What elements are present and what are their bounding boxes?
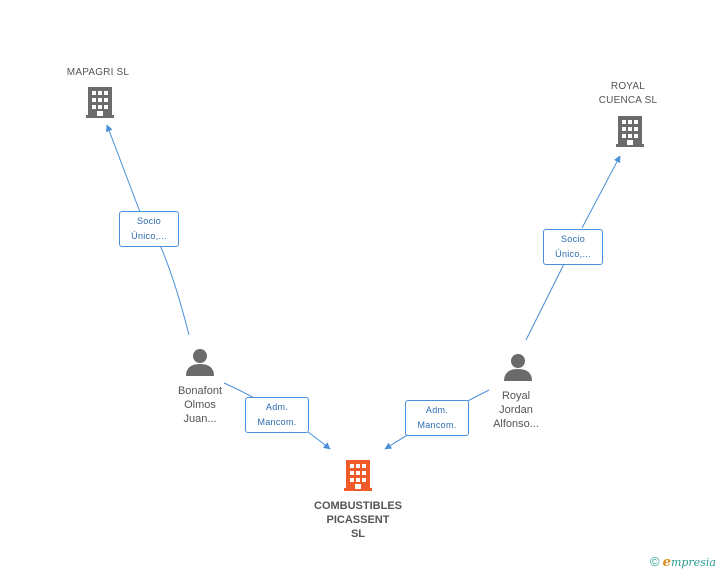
combustibles-line3: SL (350, 528, 366, 540)
building-icon[interactable] (344, 460, 372, 491)
node-label-combustibles[interactable]: COMBUSTIBLES PICASSENT SL (288, 499, 428, 541)
bonafont-line1: Bonafont (177, 385, 223, 397)
edge-label-line2: Mancom. (417, 420, 457, 430)
royal-jordan-line3: Alfonso... (493, 418, 539, 430)
royal-jordan-line2: Jordan (499, 404, 533, 416)
royal-jordan-line1: Royal (501, 390, 531, 402)
brand-logo-e: e (662, 555, 671, 570)
person-icon[interactable] (504, 354, 532, 381)
copyright-icon: © (650, 554, 660, 569)
edge-royal-jordan-to-royal-cuenca (525, 156, 620, 341)
royal-cuenca-label-line2: CUENCA SL (598, 95, 658, 106)
edge-label-socio-mapagri[interactable]: Socio Único,... (119, 211, 179, 247)
edge-label-socio-royal-cuenca[interactable]: Socio Único,... (543, 229, 603, 265)
building-icon[interactable] (86, 87, 114, 118)
edge-label-adm-bonafont[interactable]: Adm. Mancom. (245, 397, 309, 433)
building-icon[interactable] (616, 116, 644, 147)
combustibles-line2: PICASSENT (326, 514, 390, 526)
bonafont-line2: Olmos (184, 399, 216, 411)
node-label-bonafont[interactable]: Bonafont Olmos Juan... (150, 384, 250, 426)
bonafont-line3: Juan... (183, 413, 217, 425)
edge-label-line1: Adm. (265, 402, 289, 412)
edge-label-line1: Adm. (425, 405, 449, 415)
node-label-mapagri[interactable]: MAPAGRI SL (48, 66, 148, 80)
edge-label-line1: Socio (136, 216, 161, 226)
node-label-royal-jordan[interactable]: Royal Jordan Alfonso... (466, 389, 566, 431)
edge-label-line2: Único,... (555, 249, 591, 259)
edge-label-line2: Único,... (131, 231, 167, 241)
combustibles-line1: COMBUSTIBLES (314, 500, 402, 512)
edge-label-line2: Mancom. (257, 417, 297, 427)
brand-logo-text: mpresia (670, 556, 716, 569)
royal-cuenca-label-line1: ROYAL (610, 81, 646, 92)
node-label-royal-cuenca[interactable]: ROYAL CUENCA SL (578, 80, 678, 108)
person-icon[interactable] (186, 349, 214, 376)
edge-label-adm-royal-jordan[interactable]: Adm. Mancom. (405, 400, 469, 436)
empresia-brand[interactable]: © empresia (650, 554, 716, 570)
mapagri-label: MAPAGRI SL (66, 67, 130, 78)
edge-label-line1: Socio (560, 234, 585, 244)
